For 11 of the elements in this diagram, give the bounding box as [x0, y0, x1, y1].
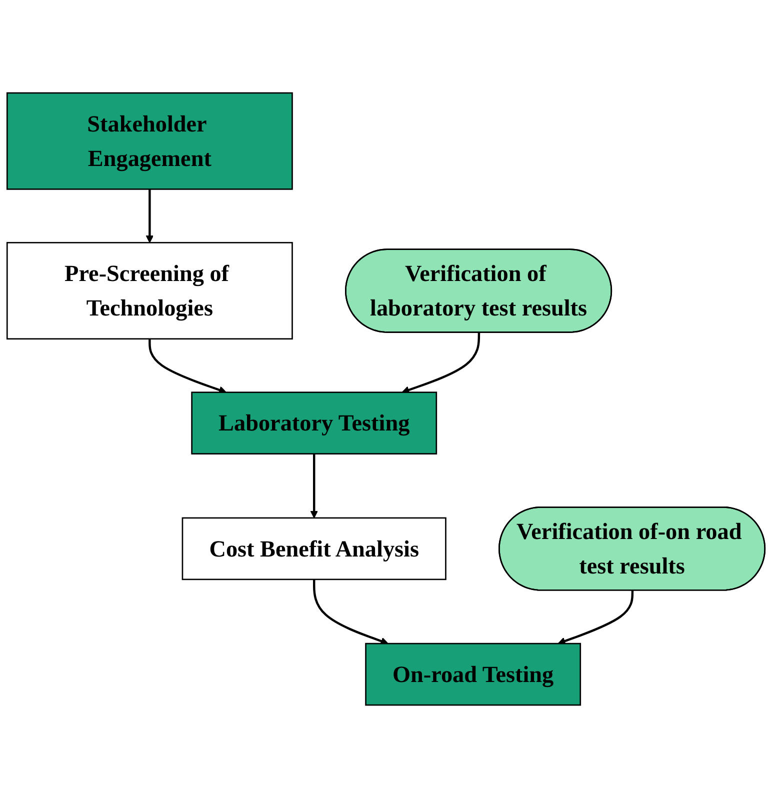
arrow — [558, 590, 634, 645]
arrow — [310, 454, 318, 518]
node-box: Pre-Screening of Technologies — [6, 242, 293, 340]
node-box: On-road Testing — [365, 642, 582, 706]
arrow — [146, 189, 154, 243]
node-box: Cost Benefit Analysis — [182, 517, 446, 580]
arrow — [313, 579, 388, 645]
arrow — [148, 338, 227, 394]
node-box: Stakeholder Engagement — [6, 92, 293, 190]
node-box: Laboratory Testing — [191, 392, 438, 454]
arrow — [402, 332, 480, 394]
